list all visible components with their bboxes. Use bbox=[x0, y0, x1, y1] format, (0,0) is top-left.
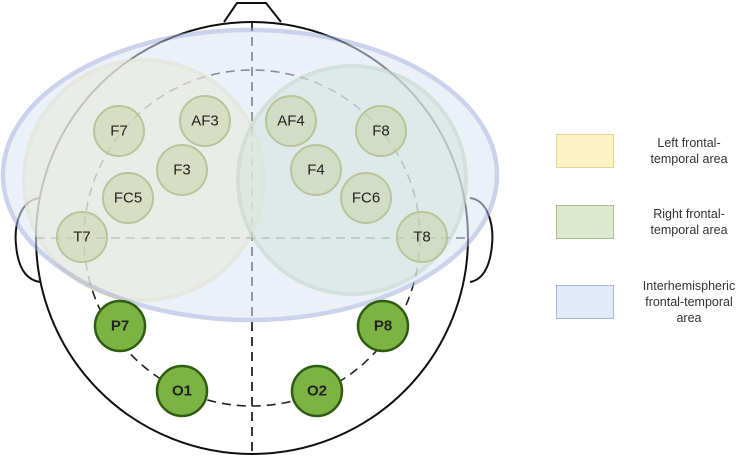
legend-label-inter: Interhemispheric frontal-temporal area bbox=[642, 279, 736, 325]
electrode-label: F4 bbox=[307, 162, 325, 179]
electrode-marker bbox=[102, 172, 154, 224]
electrode-label: O1 bbox=[172, 383, 192, 400]
electrode-marker bbox=[155, 364, 209, 418]
interhemispheric-frontal-temporal-area bbox=[0, 27, 500, 323]
electrode-marker bbox=[290, 364, 344, 418]
electrode-f7: F7 bbox=[93, 105, 145, 157]
electrode-f4: F4 bbox=[290, 144, 342, 196]
electrode-p7: P7 bbox=[93, 299, 147, 353]
electrode-label: P7 bbox=[111, 318, 129, 335]
electrode-af4: AF4 bbox=[265, 95, 317, 147]
electrode-label: F3 bbox=[173, 162, 191, 179]
electrode-label: O2 bbox=[307, 383, 327, 400]
electrode-f8: F8 bbox=[355, 105, 407, 157]
legend-label-left: Left frontal- temporal area bbox=[650, 136, 728, 166]
electrode-label: AF4 bbox=[277, 113, 305, 130]
legend-item-left: Left frontal- temporal area bbox=[556, 134, 748, 168]
electrode-label: T7 bbox=[73, 229, 91, 246]
region-overlays bbox=[0, 27, 500, 323]
electrode-marker bbox=[356, 299, 410, 353]
electrode-label: F7 bbox=[110, 123, 128, 140]
nose bbox=[223, 1, 282, 23]
electrode-marker bbox=[265, 95, 317, 147]
electrode-o2: O2 bbox=[290, 364, 344, 418]
electrode-marker bbox=[56, 211, 108, 263]
electrode-label: FC5 bbox=[114, 190, 142, 207]
legend: Left frontal- temporal area Right fronta… bbox=[556, 0, 748, 456]
electrode-label: T8 bbox=[413, 229, 431, 246]
legend-swatch-right bbox=[556, 205, 614, 239]
legend-label-right: Right frontal- temporal area bbox=[650, 207, 728, 237]
electrode-marker bbox=[340, 172, 392, 224]
electrode-marker bbox=[290, 144, 342, 196]
electrode-af3: AF3 bbox=[179, 95, 231, 147]
electrode-marker bbox=[396, 211, 448, 263]
electrode-f3: F3 bbox=[156, 144, 208, 196]
legend-swatch-inter bbox=[556, 285, 614, 319]
electrode-o1: O1 bbox=[155, 364, 209, 418]
legend-swatch-left bbox=[556, 134, 614, 168]
electrode-fc5: FC5 bbox=[102, 172, 154, 224]
electrode-marker bbox=[355, 105, 407, 157]
electrode-marker bbox=[179, 95, 231, 147]
electrode-label: F8 bbox=[372, 123, 390, 140]
electrode-label: AF3 bbox=[191, 113, 219, 130]
legend-item-inter: Interhemispheric frontal-temporal area bbox=[556, 278, 748, 326]
legend-item-right: Right frontal- temporal area bbox=[556, 205, 748, 239]
electrode-marker bbox=[156, 144, 208, 196]
electrode-fc6: FC6 bbox=[340, 172, 392, 224]
electrode-label: FC6 bbox=[352, 190, 380, 207]
electrode-t8: T8 bbox=[396, 211, 448, 263]
electrode-p8: P8 bbox=[356, 299, 410, 353]
electrode-label: P8 bbox=[374, 318, 392, 335]
electrode-t7: T7 bbox=[56, 211, 108, 263]
electrode-marker bbox=[93, 105, 145, 157]
electrode-marker bbox=[93, 299, 147, 353]
